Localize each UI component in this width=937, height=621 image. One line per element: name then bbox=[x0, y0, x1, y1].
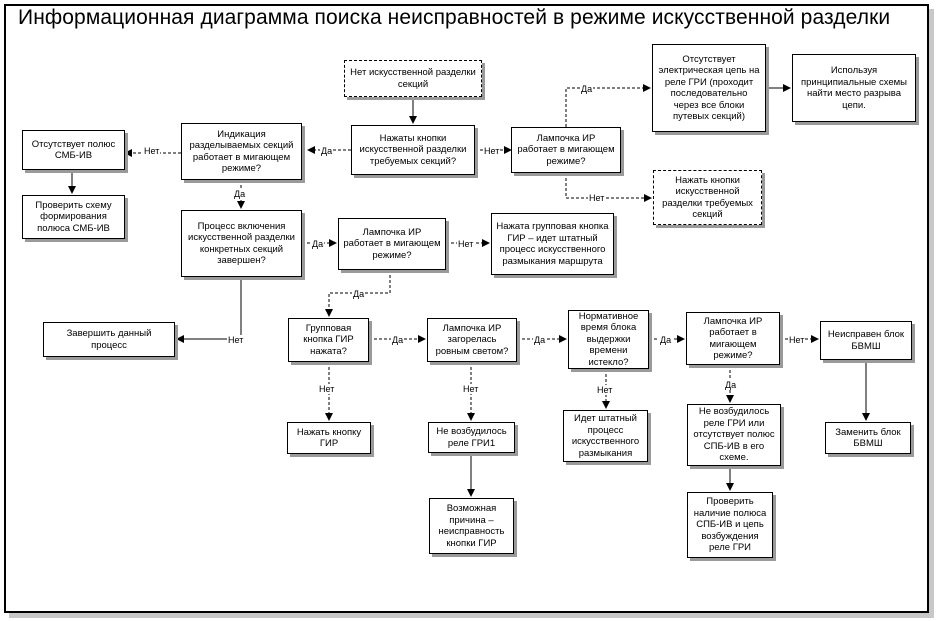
edge-label-no: Нет bbox=[483, 146, 501, 156]
node-no-circuit: Отсутствует электрическая цепь на реле Г… bbox=[652, 44, 766, 132]
node-group-pressed: Нажата групповая кнопка ГИР – идет штатн… bbox=[491, 213, 614, 275]
node-process-done: Процесс включения искусственной разделки… bbox=[181, 210, 302, 277]
edge-label-yes: Да bbox=[311, 239, 325, 249]
edge-label-no: Нет bbox=[788, 335, 806, 345]
edge-label-yes: Да bbox=[320, 146, 334, 156]
edge-label-no: Нет bbox=[318, 384, 336, 394]
link-lamp1-pressbuttons bbox=[565, 173, 652, 202]
edge-label-no: Нет bbox=[596, 385, 614, 395]
node-check-pole-spb: Проверить наличие полюса СПБ-ИВ и цепь в… bbox=[687, 492, 773, 558]
diagram-title: Информационная диаграмма поиска неисправ… bbox=[18, 6, 891, 29]
edge-label-no: Нет bbox=[457, 239, 475, 249]
node-possible-cause: Возможная причина – неисправность кнопки… bbox=[429, 498, 514, 554]
node-buttons-pressed: Нажаты кнопки искусственной разделки тре… bbox=[351, 125, 475, 175]
edge-label-yes: Да bbox=[233, 189, 247, 199]
node-check-smb-scheme: Проверить схему формирования полюса СМБ-… bbox=[22, 195, 125, 239]
node-press-buttons: Нажать кнопки искусственной разделки тре… bbox=[653, 170, 762, 225]
link-lamp2-gir bbox=[325, 270, 391, 317]
node-indication: Индикация разделываемых секций работает … bbox=[181, 123, 302, 180]
edge-label-yes: Да bbox=[533, 335, 547, 345]
link-process-finish bbox=[176, 277, 242, 343]
link-lamp1-nocircuit bbox=[565, 84, 651, 127]
node-press-gir: Нажать кнопку ГИР bbox=[287, 422, 371, 454]
edge-label-yes: Да bbox=[659, 335, 673, 345]
node-no-pole-smb: Отсутствует полюс СМБ-ИВ bbox=[22, 130, 125, 170]
edge-label-yes: Да bbox=[391, 335, 405, 345]
node-group-gir: Групповая кнопка ГИР нажата? bbox=[288, 318, 369, 362]
node-no-gri1: Не возбудилось реле ГРИ1 bbox=[428, 422, 515, 453]
edge-label-no: Нет bbox=[227, 335, 245, 345]
node-lamp-ir-3: Лампочка ИР работает в мигающем режиме? bbox=[686, 312, 780, 365]
node-lamp-ir-1: Лампочка ИР работает в мигающем режиме? bbox=[511, 127, 621, 173]
node-lamp-ir-2: Лампочка ИР работает в мигающем режиме? bbox=[338, 218, 446, 270]
node-lamp-steady: Лампочка ИР загорелась ровным светом? bbox=[427, 318, 517, 362]
node-use-schemes: Используя принципиальные схемы найти мес… bbox=[792, 54, 916, 122]
node-faulty-bvmsh: Неисправен блок БВМШ bbox=[820, 321, 912, 360]
node-finish-process: Завершить данный процесс bbox=[43, 322, 175, 357]
edge-label-yes: Да bbox=[580, 84, 594, 94]
edge-label-no: Нет bbox=[588, 193, 606, 203]
edge-label-yes: Да bbox=[724, 380, 738, 390]
node-standard-process: Идет штатный процесс искусственного разм… bbox=[563, 410, 648, 462]
edge-label-no: Нет bbox=[143, 146, 161, 156]
node-normative-time: Нормативное время блока выдержки времени… bbox=[568, 310, 649, 369]
edge-label-no: Нет bbox=[462, 384, 480, 394]
edge-label-yes: Да bbox=[352, 289, 366, 299]
node-no-gri-spb: Не возбудилось реле ГРИ или отсутствует … bbox=[687, 404, 781, 466]
node-no-separation: Нет искусственной разделки секций bbox=[344, 60, 482, 97]
node-replace-bvmsh: Заменить блок БВМШ bbox=[825, 422, 911, 454]
